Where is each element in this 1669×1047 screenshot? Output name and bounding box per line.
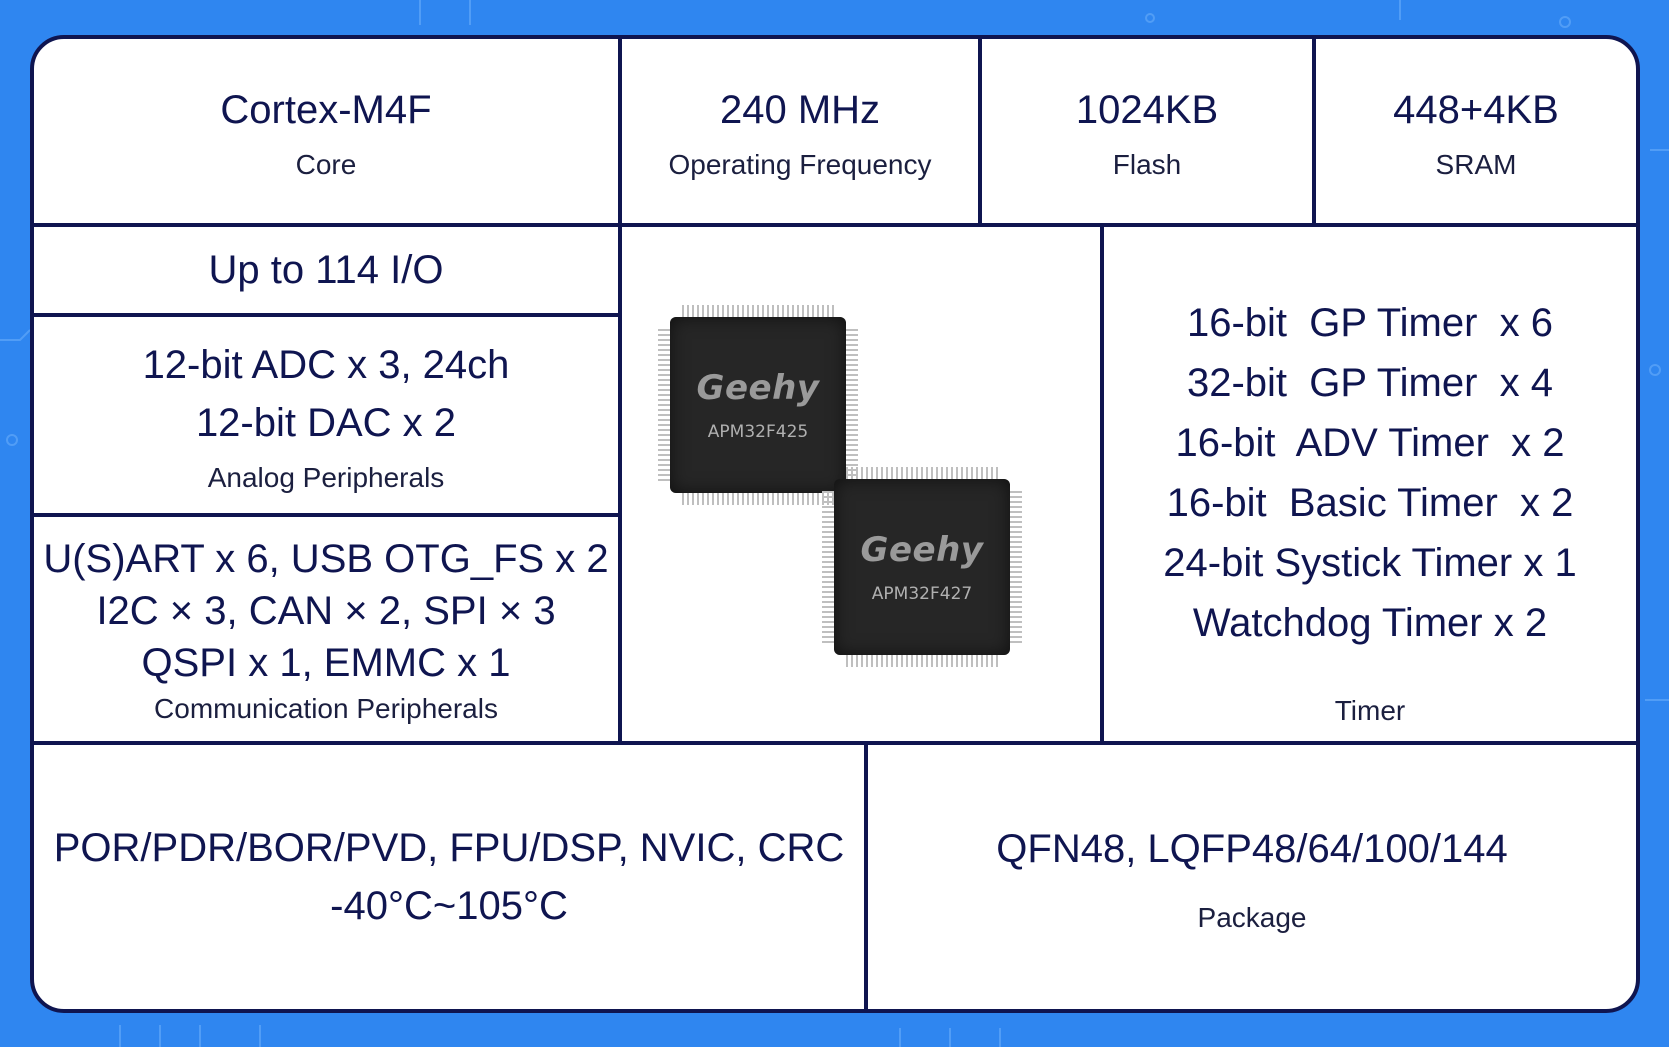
timer-cell: 16-bit GP Timer x 6 32-bit GP Timer x 4 … — [1104, 227, 1636, 741]
divider-v4 — [1100, 223, 1104, 745]
chip-logo-2: Geehy — [860, 530, 984, 570]
timer-line-5: 24-bit Systick Timer x 1 — [1163, 541, 1577, 585]
divider-v5 — [864, 741, 868, 1009]
flash-value: 1024KB — [1075, 88, 1219, 132]
io-cell: Up to 114 I/O — [34, 227, 618, 313]
communication-cell: U(S)ART x 6, USB OTG_FS x 2 I2C × 3, CAN… — [34, 517, 618, 741]
frequency-label: Operating Frequency — [668, 149, 932, 180]
divider-top-row — [34, 223, 1636, 227]
frequency-value: 240 MHz — [719, 88, 881, 132]
analog-label: Analog Peripherals — [207, 462, 445, 493]
core-value: Cortex-M4F — [220, 88, 432, 132]
core-label: Core — [295, 149, 357, 180]
timer-line-2: 32-bit GP Timer x 4 — [1186, 361, 1554, 405]
analog-cell: 12-bit ADC x 3, 24ch 12-bit DAC x 2 Anal… — [34, 317, 618, 513]
spec-card: Cortex-M4F Core 240 MHz Operating Freque… — [30, 35, 1640, 1013]
frequency-cell: 240 MHz Operating Frequency — [622, 39, 978, 223]
divider-bottom-row — [34, 741, 1636, 745]
timer-line-3: 16-bit ADV Timer x 2 — [1175, 421, 1565, 465]
communication-line-2: I2C × 3, CAN × 2, SPI × 3 — [96, 589, 556, 633]
system-cell: POR/PDR/BOR/PVD, FPU/DSP, NVIC, CRC -40°… — [34, 745, 864, 1009]
communication-label: Communication Peripherals — [154, 693, 498, 724]
analog-line-1: 12-bit ADC x 3, 24ch — [142, 343, 510, 387]
package-cell: QFN48, LQFP48/64/100/144 Package — [868, 745, 1636, 1009]
package-label: Package — [1197, 902, 1307, 933]
system-line-2: -40°C~105°C — [330, 884, 568, 928]
core-cell: Cortex-M4F Core — [34, 39, 618, 223]
io-value: Up to 114 I/O — [208, 248, 444, 292]
sram-label: SRAM — [1435, 149, 1517, 180]
analog-line-2: 12-bit DAC x 2 — [195, 401, 457, 445]
chip-model-2: APM32F427 — [871, 584, 973, 604]
communication-line-1: U(S)ART x 6, USB OTG_FS x 2 — [43, 537, 609, 581]
timer-line-6: Watchdog Timer x 2 — [1192, 601, 1548, 645]
divider-v1 — [618, 39, 622, 745]
divider-v2 — [978, 39, 982, 227]
divider-io — [34, 313, 622, 317]
divider-v3 — [1312, 39, 1316, 227]
timer-line-4: 16-bit Basic Timer x 2 — [1166, 481, 1574, 525]
system-line-1: POR/PDR/BOR/PVD, FPU/DSP, NVIC, CRC — [53, 826, 845, 870]
sram-value: 448+4KB — [1393, 88, 1559, 132]
chip-model-1: APM32F425 — [707, 422, 809, 442]
chip-image-cell: Geehy APM32F425 Geehy APM32F427 — [622, 227, 1100, 741]
flash-cell: 1024KB Flash — [982, 39, 1312, 223]
communication-line-3: QSPI x 1, EMMC x 1 — [141, 641, 511, 685]
package-value: QFN48, LQFP48/64/100/144 — [996, 827, 1508, 871]
flash-label: Flash — [1112, 149, 1182, 180]
sram-cell: 448+4KB SRAM — [1316, 39, 1636, 223]
timer-label: Timer — [1334, 695, 1406, 726]
timer-line-1: 16-bit GP Timer x 6 — [1186, 301, 1554, 345]
chip-image-2: Geehy APM32F427 — [822, 467, 1022, 667]
chip-image-1: Geehy APM32F425 — [658, 305, 858, 505]
chip-logo-1: Geehy — [696, 368, 820, 408]
divider-analog — [34, 513, 622, 517]
